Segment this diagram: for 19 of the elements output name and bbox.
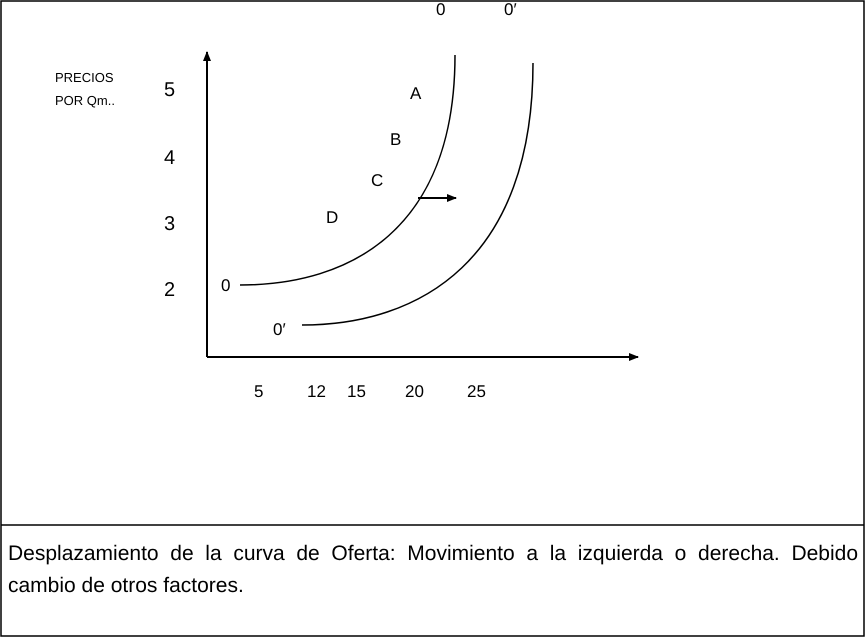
tick-label: 3 [164,214,176,234]
caption-text: Desplazamiento de la curva de Oferta: Movimiento a la izquierda o derecha. Debido cambio de otros factores. [8,541,858,599]
point-label: D [326,208,338,228]
point-label: C [371,171,384,191]
point-label: B [390,130,402,150]
point-label: A [410,84,422,104]
curve-label: 0 [221,276,230,296]
curve-label: 0′ [273,320,286,340]
tick-label: 12 [307,382,326,402]
tick-label: 5 [164,80,176,100]
tick-label: 5 [254,382,264,402]
curve-label: 0 [436,0,446,20]
tick-label: 4 [164,148,176,168]
tick-label: 2 [164,280,176,300]
axis-title: PRECIOS POR Qm.. [55,69,116,110]
curve-label: 0′ [504,0,517,20]
tick-label: 15 [347,382,366,402]
tick-label: 20 [405,382,424,402]
tick-label: 25 [467,382,486,402]
